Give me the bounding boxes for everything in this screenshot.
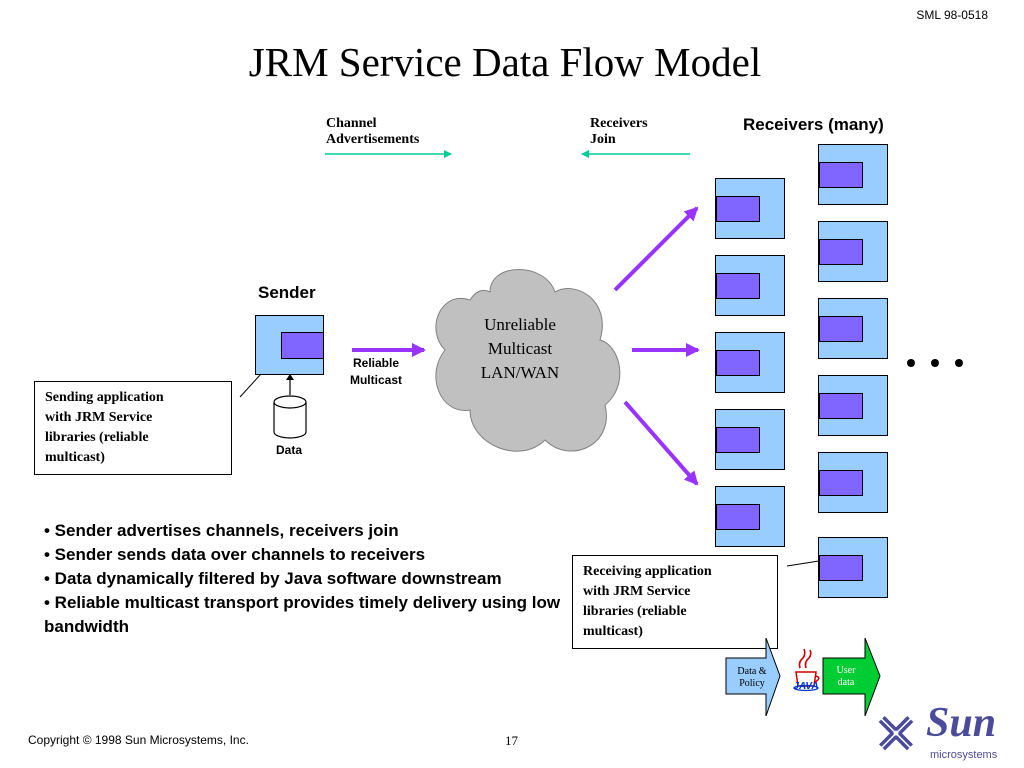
receiver-node: [715, 409, 785, 470]
receiver-node: [818, 144, 888, 205]
receiver-node: [818, 537, 888, 598]
receiver-app-block: [716, 350, 760, 376]
slide-id: SML 98-0518: [916, 8, 988, 22]
sun-logo: Sun microsystems: [868, 700, 1018, 765]
bullet-item: • Sender advertises channels, receivers …: [44, 521, 399, 540]
cloud-label: Unreliable Multicast LAN/WAN: [480, 315, 560, 382]
cloud-to-receivers-up-arrow: [613, 206, 699, 292]
bullet-item: • Data dynamically filtered by Java soft…: [44, 569, 502, 588]
ellipsis-dot: [931, 359, 939, 367]
receiver-node: [715, 486, 785, 547]
receiver-app-block: [819, 393, 863, 419]
sun-logo-sub: microsystems: [930, 749, 998, 761]
java-label: JAVA: [793, 681, 819, 692]
receiver-node: [818, 221, 888, 282]
java-cup-icon: [793, 648, 820, 692]
receiver-app-block: [819, 162, 863, 188]
receiver-app-block: [819, 316, 863, 342]
bullet-list: • Sender advertises channels, receivers …: [44, 519, 564, 639]
receivers-many-heading: Receivers (many): [743, 115, 884, 134]
receivers-join-label: Receivers Join: [590, 116, 648, 147]
cloud-to-receivers-down-arrow: [623, 400, 699, 486]
slide-title: JRM Service Data Flow Model: [248, 39, 762, 85]
receiver-node: [715, 332, 785, 393]
database-icon: [273, 395, 307, 439]
receiver-node: [818, 452, 888, 513]
page-number: 17: [505, 733, 518, 748]
receiver-node: [818, 298, 888, 359]
user-data-label: User data: [836, 665, 856, 688]
sun-logo-mark: [878, 716, 914, 751]
receiver-node: [715, 178, 785, 239]
receiver-app-block: [716, 504, 760, 530]
bullet-item: • Sender sends data over channels to rec…: [44, 545, 426, 564]
ellipsis-dot: [955, 359, 963, 367]
sender-note: Sending application with JRM Service lib…: [34, 381, 232, 475]
sender-app-block: [281, 332, 324, 359]
data-policy-arrow-shape: [725, 637, 781, 717]
sun-logo-word: Sun: [926, 700, 997, 746]
ellipsis-dot: [907, 359, 915, 367]
copyright-text: Copyright © 1998 Sun Microsystems, Inc.: [28, 733, 249, 747]
receiver-node: [818, 375, 888, 436]
receiver-app-block: [716, 273, 760, 299]
user-data-arrow-shape: [822, 637, 881, 717]
reliable-multicast-label: Reliable Multicast: [349, 356, 402, 387]
receiver-app-block: [819, 239, 863, 265]
bullet-item: • Reliable multicast transport provides …: [44, 593, 561, 636]
sender-heading: Sender: [258, 283, 316, 302]
cloud-shape: [435, 269, 621, 452]
data-label: Data: [276, 443, 303, 457]
receiver-node: [715, 255, 785, 316]
channel-advertisements-label: Channel Advertisements: [326, 116, 420, 147]
receiver-app-block: [716, 196, 760, 222]
receiver-app-block: [819, 555, 863, 581]
receiver-app-block: [716, 427, 760, 453]
data-policy-label: Data & Policy: [737, 666, 767, 689]
data-policy-flow: [725, 637, 881, 717]
sender-node: [255, 315, 324, 375]
receiver-app-block: [819, 470, 863, 496]
receiver-note: Receiving application with JRM Service l…: [572, 555, 778, 649]
